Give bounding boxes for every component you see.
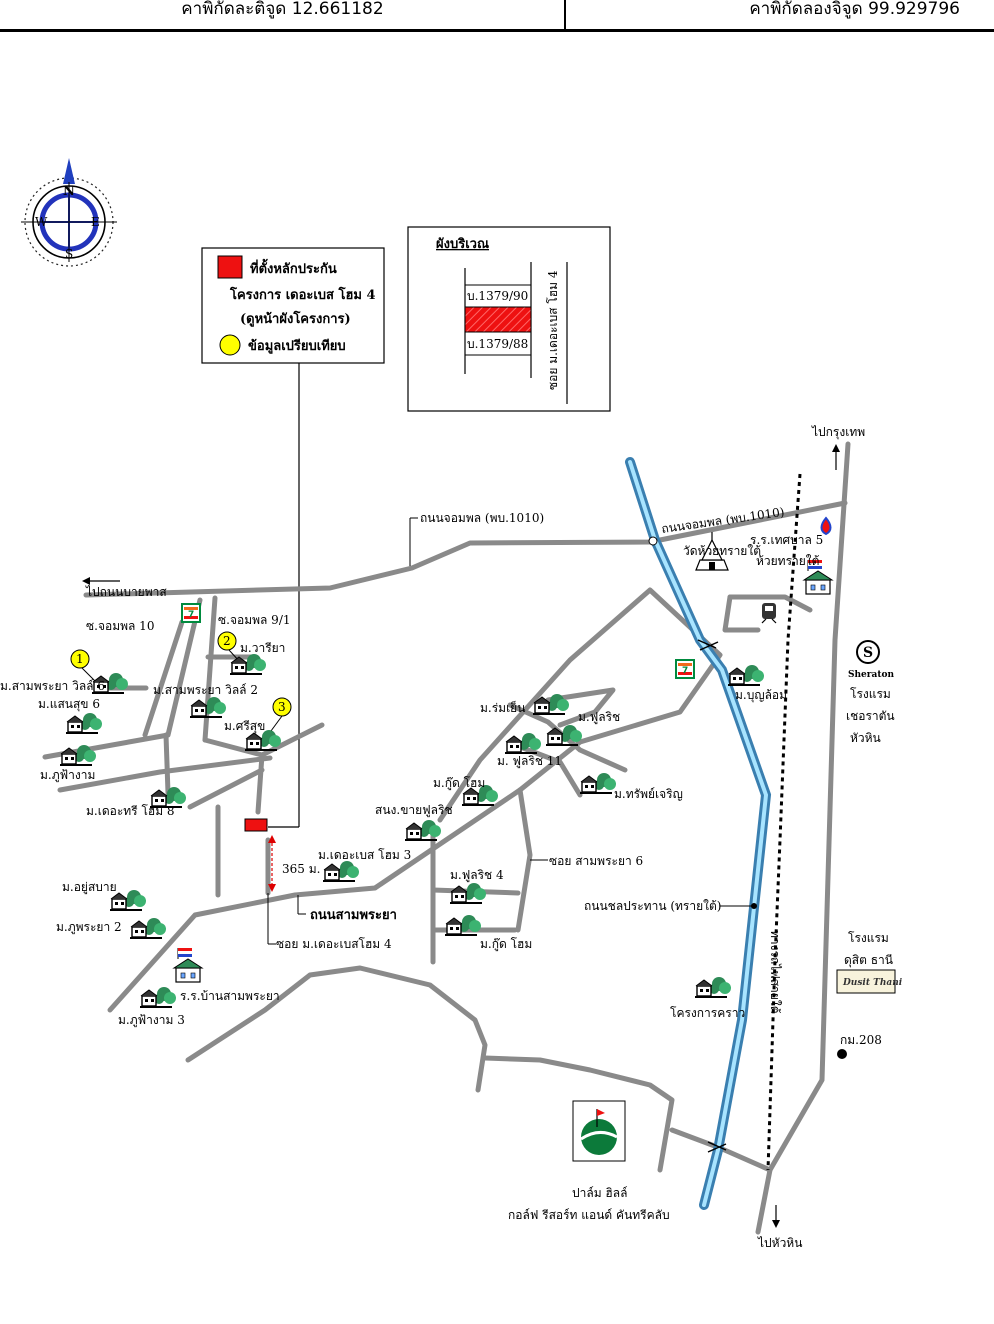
comparison-marker-1: 1 <box>70 649 103 689</box>
latitude-text: คาพิกัดละติจูด 12.661182 <box>181 0 384 19</box>
plot-lower-label: บ.1379/88 <box>467 337 528 351</box>
seven-eleven-icon: 7 <box>675 659 695 679</box>
road-jompol-east-label: ถนนจอมพล (พบ.1010) <box>660 505 785 536</box>
legend-collateral-label: ที่ตั้งหลักประกัน <box>250 258 337 277</box>
sampraya-villa2-label: ม.สามพระยา วิลล์ 2 <box>153 683 258 697</box>
compass-north: N <box>63 184 75 199</box>
railway-label: ทางรถไฟสายใต้ <box>768 930 782 1014</box>
site-inset-box: ผังบริเวณ บ.1379/90 บ.1379/88 ซอย ม.เดอะ… <box>407 226 611 412</box>
legend-box: ที่ตั้งหลักประกัน โครงการ เดอะเบส โฮม 4 … <box>201 247 385 364</box>
legend-comparison-label: ข้อมูลเปรียบเทียบ <box>248 338 346 354</box>
school-sampraya-label: ร.ร.บ้านสามพระยา <box>180 989 280 1003</box>
soi-sampraya6-label: ซอย สามพระยา 6 <box>549 854 643 868</box>
dusit-thani-logo: Dusit Thani <box>836 969 903 994</box>
svg-text:2: 2 <box>223 634 231 648</box>
fulrich-sales-label: สนง.ขายฟูลริช <box>375 803 453 818</box>
phupraya2-label: ม.ภูพระยา 2 <box>56 920 122 935</box>
phufangam3-label: ม.ภูฟ้างาม 3 <box>118 1013 185 1028</box>
goodhome2-label: ม.กู๊ด โฮม <box>480 937 532 952</box>
svg-text:1: 1 <box>76 652 84 666</box>
huai-sai-tai-label: ห้วยทรายใต้ <box>756 554 819 568</box>
romyen-label: ม.ร่มเย็น <box>480 700 525 715</box>
fulrich11-label: ม. ฟูลริช 11 <box>497 754 562 769</box>
srisuk-label: ม.ศรีสุข <box>224 719 265 734</box>
svg-text:7: 7 <box>188 610 194 620</box>
boonlom-label: ม.บุญล้อม <box>735 688 787 703</box>
svg-text:3: 3 <box>278 700 286 714</box>
to-bypass-label: ไปถนนบายพาส <box>85 585 167 599</box>
palm-hills-logo <box>572 1100 626 1162</box>
train-icon <box>761 603 777 624</box>
varinya-label: ม.วารียา <box>240 641 285 655</box>
plot-upper-label: บ.1379/90 <box>467 289 528 303</box>
km208-label: กม.208 <box>840 1033 882 1047</box>
road-chonprathan-label: ถนนชลประทาน (ทรายใต้) <box>584 899 721 913</box>
housing-icon <box>59 653 765 1009</box>
km-marker <box>837 1049 847 1059</box>
seven-eleven-icon: 7 <box>181 603 201 623</box>
to-huahin-label: ไปหัวหิน <box>757 1236 802 1250</box>
railway-line <box>766 473 802 1171</box>
inset-soi-label: ซอย ม.เดอะเบส โฮม 4 <box>546 270 560 390</box>
palm-hills-line1: ปาล์ม ฮิลล์ <box>572 1186 627 1200</box>
krao-label: โครงการคราว <box>670 1006 745 1020</box>
dusit-line2: ดุสิต ธานี <box>844 953 893 968</box>
collateral-location-marker <box>244 818 268 832</box>
sapcharoen-label: ม.ทรัพย์เจริญ <box>614 787 683 801</box>
sheraton-line1: โรงแรม <box>850 687 891 701</box>
distance-label: 365 ม. <box>282 862 320 876</box>
river <box>625 457 772 1210</box>
to-bangkok-label: ไปกรุงเทพ <box>811 425 865 440</box>
comparison-legend-swatch <box>219 334 241 356</box>
svg-text:7: 7 <box>682 666 688 676</box>
compass-west: W <box>35 215 48 229</box>
legend-project-label: โครงการ เดอะเบส โฮม 4 <box>229 286 376 303</box>
collateral-plot <box>464 306 532 333</box>
collateral-legend-swatch <box>217 255 243 279</box>
thetree-label: ม.เดอะทรี โฮม 8 <box>86 804 175 818</box>
compass-south: S <box>65 247 73 261</box>
temple-icon <box>695 532 729 571</box>
coordinate-header: คาพิกัดละติจูด 12.661182 คาพิกัดลองจิจูด… <box>0 0 994 32</box>
road-jompol-label: ถนนจอมพล (พบ.1010) <box>420 511 544 525</box>
fulrich-label: ม.ฟูลริช <box>578 710 620 725</box>
gas-station-icon <box>820 516 832 536</box>
school-icon <box>173 947 203 983</box>
distance-indicator: 365 ม. <box>268 835 320 892</box>
soi-jompol-91-label: ซ.จอมพล 9/1 <box>218 613 291 627</box>
soi-jompol-10-label: ซ.จอมพล 10 <box>86 619 154 633</box>
sampraya-villa6-label: ม.สามพระยา วิลล์ 6 <box>0 679 105 693</box>
phufangam-label: ม.ภูฟ้างาม <box>40 768 95 783</box>
road-sampraya-label: ถนนสามพระยา <box>310 908 397 923</box>
legend-project-note: (ดูหน้าผังโครงการ) <box>240 310 351 327</box>
svg-text:Dusit Thani: Dusit Thani <box>842 978 903 988</box>
sheraton-logo: S <box>856 640 880 664</box>
goodhome-label: ม.กู๊ด โฮม <box>433 776 485 791</box>
comparison-marker-3: 3 <box>267 697 292 736</box>
inset-title: ผังบริเวณ <box>436 237 489 252</box>
temple-label: วัดห้วยทรายใต้ <box>683 544 761 558</box>
sheraton-logo-text: Sheraton <box>848 670 895 680</box>
compass-east: E <box>91 215 100 229</box>
thebase3-label: ม.เดอะเบส โฮม 3 <box>318 848 411 862</box>
sheraton-line3: หัวหิน <box>850 731 881 745</box>
header-divider <box>564 0 566 29</box>
svg-text:S: S <box>863 645 873 661</box>
palm-hills-line2: กอล์ฟ รีสอร์ท แอนด์ คันทรีคลับ <box>508 1208 670 1222</box>
yusabai-label: ม.อยู่สบาย <box>62 880 117 895</box>
longitude-text: คาพิกัดลองจิจูด 99.929796 <box>749 0 960 19</box>
compass-rose-icon: N E S W <box>21 158 117 267</box>
soi-thebase4-label: ซอย ม.เดอะเบสโฮม 4 <box>276 937 392 951</box>
sheraton-line2: เชอราตัน <box>846 709 895 723</box>
direction-arrows: ไปกรุงเทพ ไปหัวหิน ไปถนนบายพาส <box>82 425 865 1250</box>
school-tesaban5-label: ร.ร.เทศบาล 5 <box>750 533 823 547</box>
saensuk6-label: ม.แสนสุข 6 <box>38 697 100 712</box>
dusit-line1: โรงแรม <box>848 931 889 945</box>
fulrich4-label: ม.ฟูลริช 4 <box>450 868 504 883</box>
